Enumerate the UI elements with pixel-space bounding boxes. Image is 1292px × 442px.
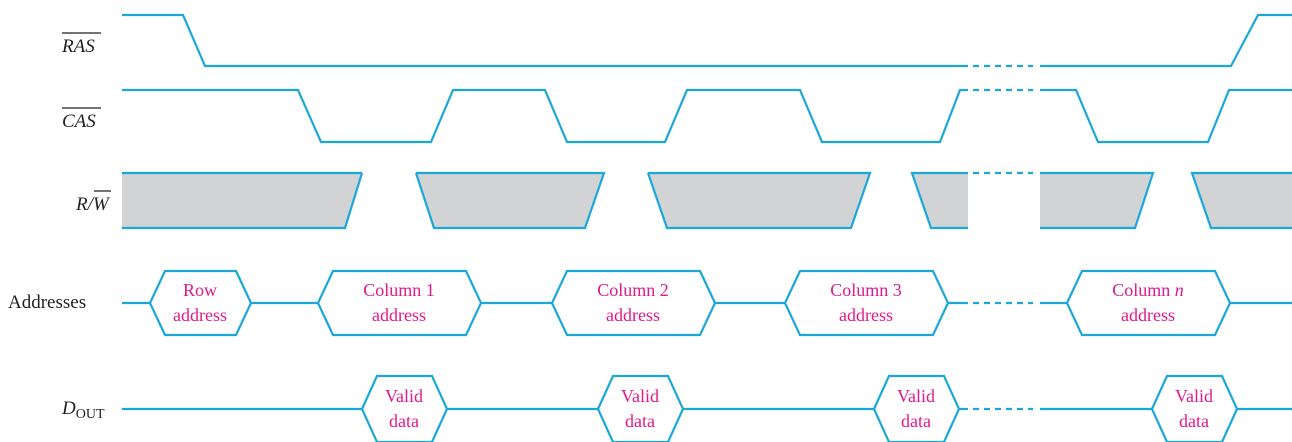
rw-seg-5	[1040, 171, 1155, 230]
rw-dontcare-2	[416, 173, 604, 228]
rw-waveform	[122, 171, 1292, 230]
rw-dontcare-4	[912, 173, 968, 228]
row-address-line1: Row	[183, 280, 217, 300]
valid-data-1-line2: data	[389, 411, 419, 431]
valid-data-4-line1: Valid	[1175, 386, 1213, 406]
valid-data-1-line1: Valid	[385, 386, 423, 406]
addresses-waveform: Row address Column 1 address Column 2 ad…	[122, 269, 1292, 337]
col1-address-line2: address	[372, 305, 426, 325]
dout-waveform: Valid data Valid data Valid data Valid d…	[122, 374, 1292, 442]
rw-label-w: W	[93, 194, 111, 215]
rw-label-r: R/	[75, 194, 95, 215]
coln-address-line2: address	[1121, 305, 1175, 325]
valid-data-2-line1: Valid	[621, 386, 659, 406]
cas-wave-right	[1040, 88, 1292, 144]
rw-seg-2	[414, 171, 606, 230]
valid-data-3-line2: data	[901, 411, 931, 431]
row-address-line2: address	[173, 305, 227, 325]
signal-labels: RAS CAS R/W Addresses DOUT	[8, 32, 111, 422]
dout-label: DOUT	[61, 398, 105, 422]
dout-subscript: OUT	[76, 407, 105, 422]
valid-data-4-line2: data	[1179, 411, 1209, 431]
col3-address-line1: Column 3	[830, 280, 902, 300]
ras-label: RAS	[61, 36, 95, 57]
rw-dontcare-3	[648, 173, 870, 228]
dout-main: D	[61, 398, 76, 419]
ras-wave-right	[1040, 13, 1292, 68]
rw-dontcare-6	[1192, 173, 1292, 228]
cas-waveform	[122, 88, 1292, 144]
rw-label: R/W	[75, 194, 111, 215]
cas-wave-left	[122, 88, 968, 144]
coln-address-word: Column	[1112, 280, 1175, 300]
rw-seg-3	[646, 171, 872, 230]
coln-address-n: n	[1175, 280, 1184, 300]
ras-waveform	[122, 13, 1292, 68]
rw-seg-4	[910, 171, 968, 230]
rw-seg-6	[1190, 171, 1292, 230]
valid-data-3-line1: Valid	[897, 386, 935, 406]
ras-wave-left	[122, 13, 968, 68]
col2-address-line1: Column 2	[597, 280, 669, 300]
cas-label: CAS	[62, 111, 96, 132]
rw-dontcare-5	[1040, 173, 1153, 228]
addresses-label: Addresses	[8, 292, 86, 313]
col3-address-line2: address	[839, 305, 893, 325]
coln-address-line1: Column n	[1112, 280, 1184, 300]
col2-address-line2: address	[606, 305, 660, 325]
rw-dontcare-1	[122, 173, 362, 228]
valid-data-2-line2: data	[625, 411, 655, 431]
col1-address-line1: Column 1	[363, 280, 435, 300]
rw-bottom-1	[122, 172, 364, 230]
